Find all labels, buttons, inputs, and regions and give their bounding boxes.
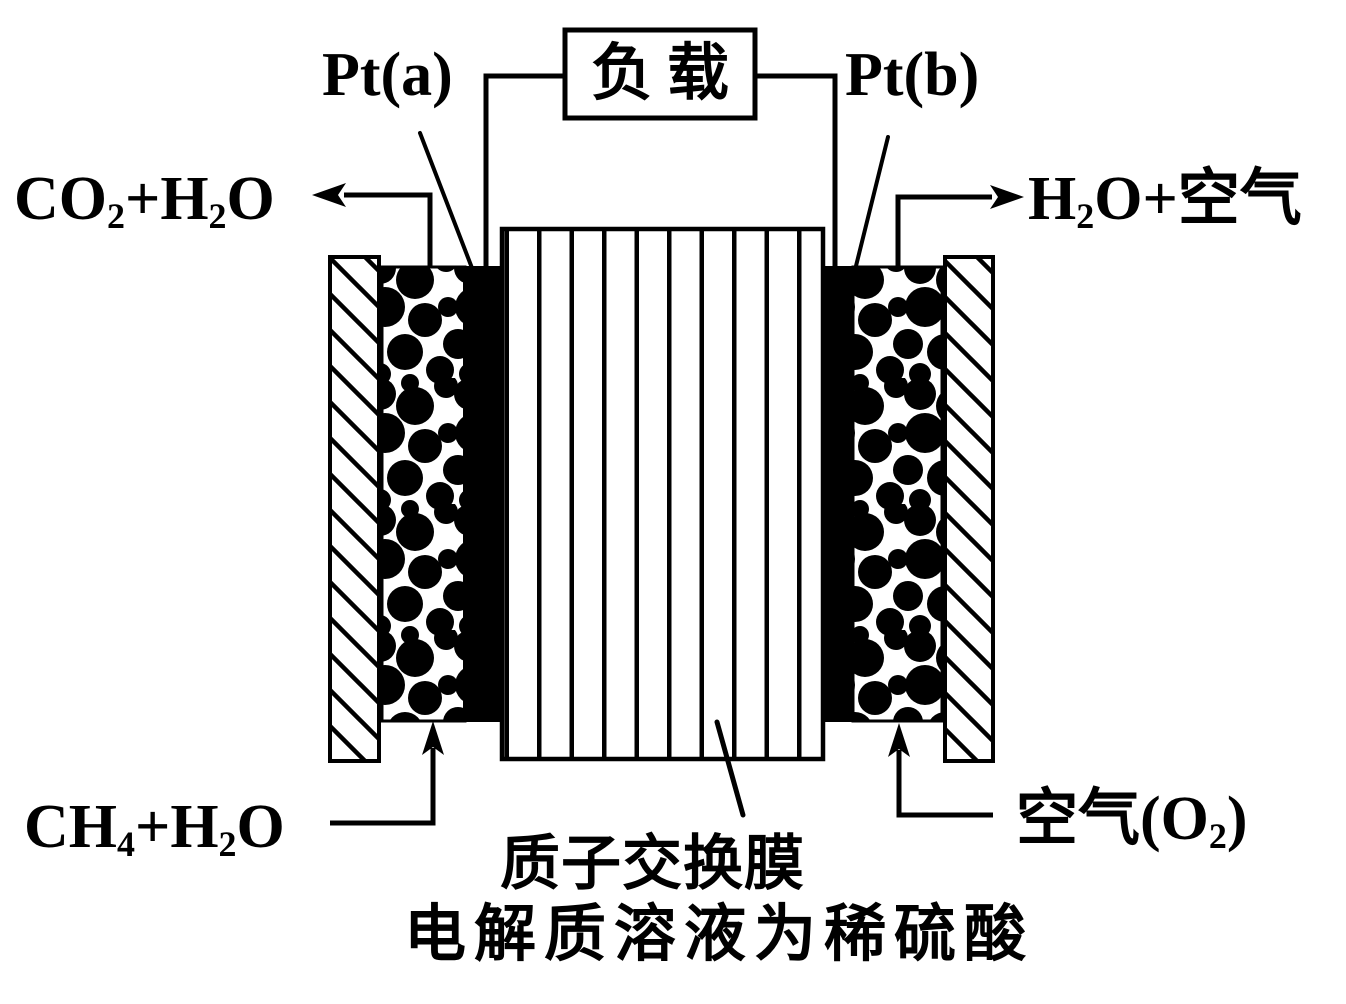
- anode-outlet-arrow-shaft: [344, 192, 433, 266]
- formula-subscript: 2: [208, 195, 227, 236]
- anode-inlet-label: CH4+H2O: [24, 788, 285, 883]
- membrane-leader-line: [714, 719, 746, 818]
- anode-inlet-arrowhead: [422, 721, 444, 755]
- proton-exchange-membrane: [499, 226, 826, 762]
- formula-subscript: 2: [1208, 815, 1227, 856]
- right-catalyst-strip: [824, 266, 854, 722]
- formula-text: +H: [134, 793, 219, 861]
- electrode-label-pt-a: Pt(a): [322, 41, 453, 109]
- anode-outlet-arrowhead: [312, 183, 346, 207]
- formula-text: +H: [124, 165, 209, 233]
- formula-text: CO: [14, 165, 107, 233]
- left-porous-electrode: [380, 265, 467, 723]
- formula-text: ): [1226, 785, 1248, 853]
- right-wire: [755, 73, 838, 266]
- left-catalyst-strip: [463, 266, 501, 722]
- left-wall: [328, 255, 381, 763]
- right-porous-electrode: [851, 265, 944, 723]
- right-wall: [943, 255, 995, 763]
- load-box: [562, 27, 758, 121]
- cathode-outlet-label: H2O+空气: [1028, 160, 1302, 255]
- formula-subscript: 4: [117, 823, 135, 864]
- formula-text: CH: [24, 793, 117, 861]
- cathode-outlet-arrow-shaft: [895, 194, 992, 266]
- formula-text: O+空气: [1094, 165, 1302, 233]
- pt-b-leader-line: [853, 135, 890, 272]
- membrane-caption-line1: 质子交换膜: [500, 831, 805, 897]
- formula-subscript: 2: [1076, 195, 1095, 236]
- formula-text: O: [236, 793, 285, 861]
- cathode-outlet-arrowhead: [990, 185, 1024, 209]
- anode-inlet-arrow-shaft: [330, 748, 436, 826]
- pt-a-leader-line: [418, 131, 474, 270]
- electrode-label-pt-b: Pt(b): [845, 41, 980, 109]
- formula-text: H: [1028, 165, 1077, 233]
- formula-text: O: [226, 165, 275, 233]
- formula-subscript: 2: [218, 823, 237, 864]
- cathode-inlet-arrow-shaft: [896, 750, 993, 818]
- load-label: 负载: [590, 40, 743, 108]
- anode-outlet-label: CO2+H2O: [14, 160, 275, 255]
- left-wire: [483, 73, 565, 266]
- membrane-caption-line2: 电解质溶液为稀硫酸: [404, 901, 1035, 969]
- cathode-inlet-label: 空气(O2): [1016, 780, 1248, 875]
- formula-subscript: 2: [107, 195, 125, 236]
- cathode-inlet-arrowhead: [888, 723, 910, 757]
- formula-text: 空气(O: [1016, 785, 1209, 853]
